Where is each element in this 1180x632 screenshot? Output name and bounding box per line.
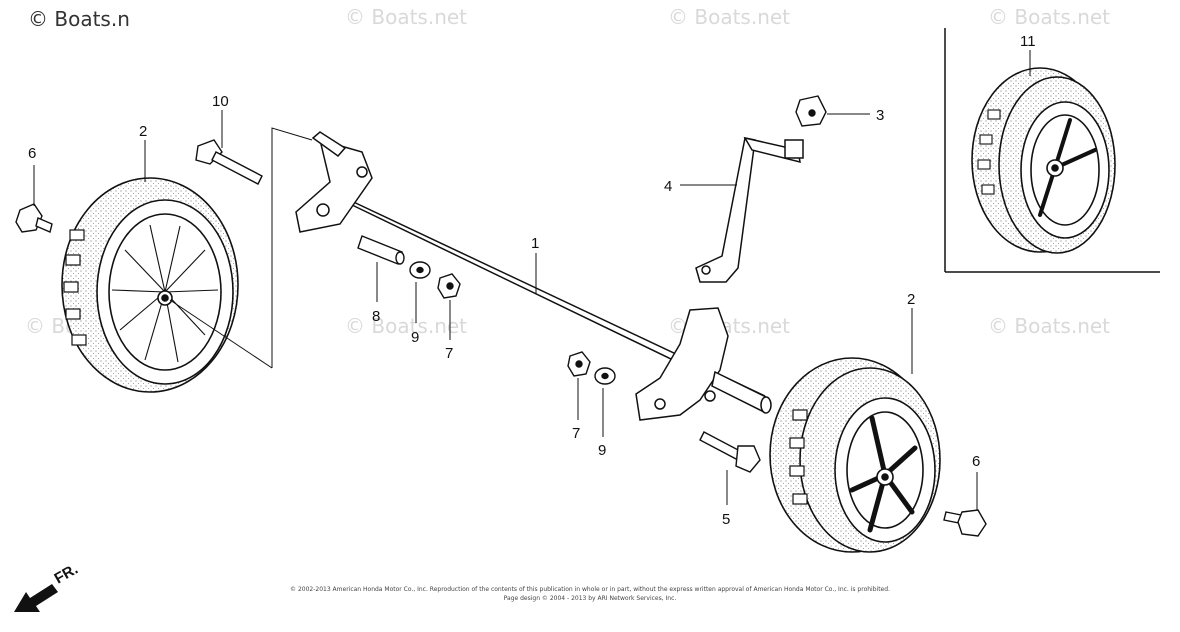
callout-1: 1	[531, 235, 539, 252]
bolt-6-left-part	[15, 203, 53, 233]
callout-3: 3	[876, 107, 884, 124]
callout-7-left: 7	[445, 345, 453, 362]
washer-9a-part	[409, 261, 431, 279]
callouts: 1 2 2 3 4 5 6 6 7 7 8 9 9 10 11	[28, 33, 1036, 528]
wheel-inset-part	[971, 67, 1116, 254]
watermark: © Boats.net	[988, 5, 1110, 29]
leader-line	[169, 299, 273, 369]
watermark: © Boats.net	[668, 5, 790, 29]
bolt-5-part	[699, 431, 761, 473]
copyright-line-1: © 2002-2013 American Honda Motor Co., In…	[290, 586, 890, 593]
watermark: © Boats.net	[345, 5, 467, 29]
bolt-10-part	[195, 139, 263, 185]
inset-frame	[944, 28, 1160, 273]
callout-10: 10	[212, 93, 229, 110]
watermark-corner: © Boats.n	[28, 7, 130, 31]
callout-4: 4	[664, 178, 672, 195]
callout-9-left: 9	[411, 329, 419, 346]
watermark: © Boats.net	[345, 314, 467, 338]
callout-7-right: 7	[572, 425, 580, 442]
nut-7a-part	[437, 273, 461, 299]
callout-9-right: 9	[598, 442, 606, 459]
front-arrow: FR.	[14, 561, 81, 612]
bolt-6-right-part	[943, 509, 987, 537]
callout-2-right: 2	[907, 291, 915, 308]
arrow-icon	[14, 584, 58, 612]
wheel-left-part	[61, 177, 239, 393]
copyright-line-2: Page design © 2004 - 2013 by ARI Network…	[504, 595, 677, 602]
callout-5: 5	[722, 511, 730, 528]
leader-lines	[33, 50, 1031, 510]
nut-3-part	[795, 95, 827, 127]
front-label: FR.	[52, 561, 81, 588]
callout-8: 8	[372, 308, 380, 325]
washer-9b-part	[594, 367, 616, 385]
callout-2-left: 2	[139, 123, 147, 140]
lever-part	[695, 136, 804, 283]
axle-part	[295, 131, 772, 421]
callout-11: 11	[1020, 33, 1036, 50]
callout-6-right: 6	[972, 453, 980, 470]
leader-line	[271, 127, 313, 368]
callout-6-left: 6	[28, 145, 36, 162]
wheel-right-part	[769, 357, 941, 553]
watermark: © Boats.net	[988, 314, 1110, 338]
pin-8-part	[357, 235, 405, 265]
nut-7b-part	[567, 351, 591, 377]
copyright-block: © 2002-2013 American Honda Motor Co., In…	[290, 586, 890, 602]
